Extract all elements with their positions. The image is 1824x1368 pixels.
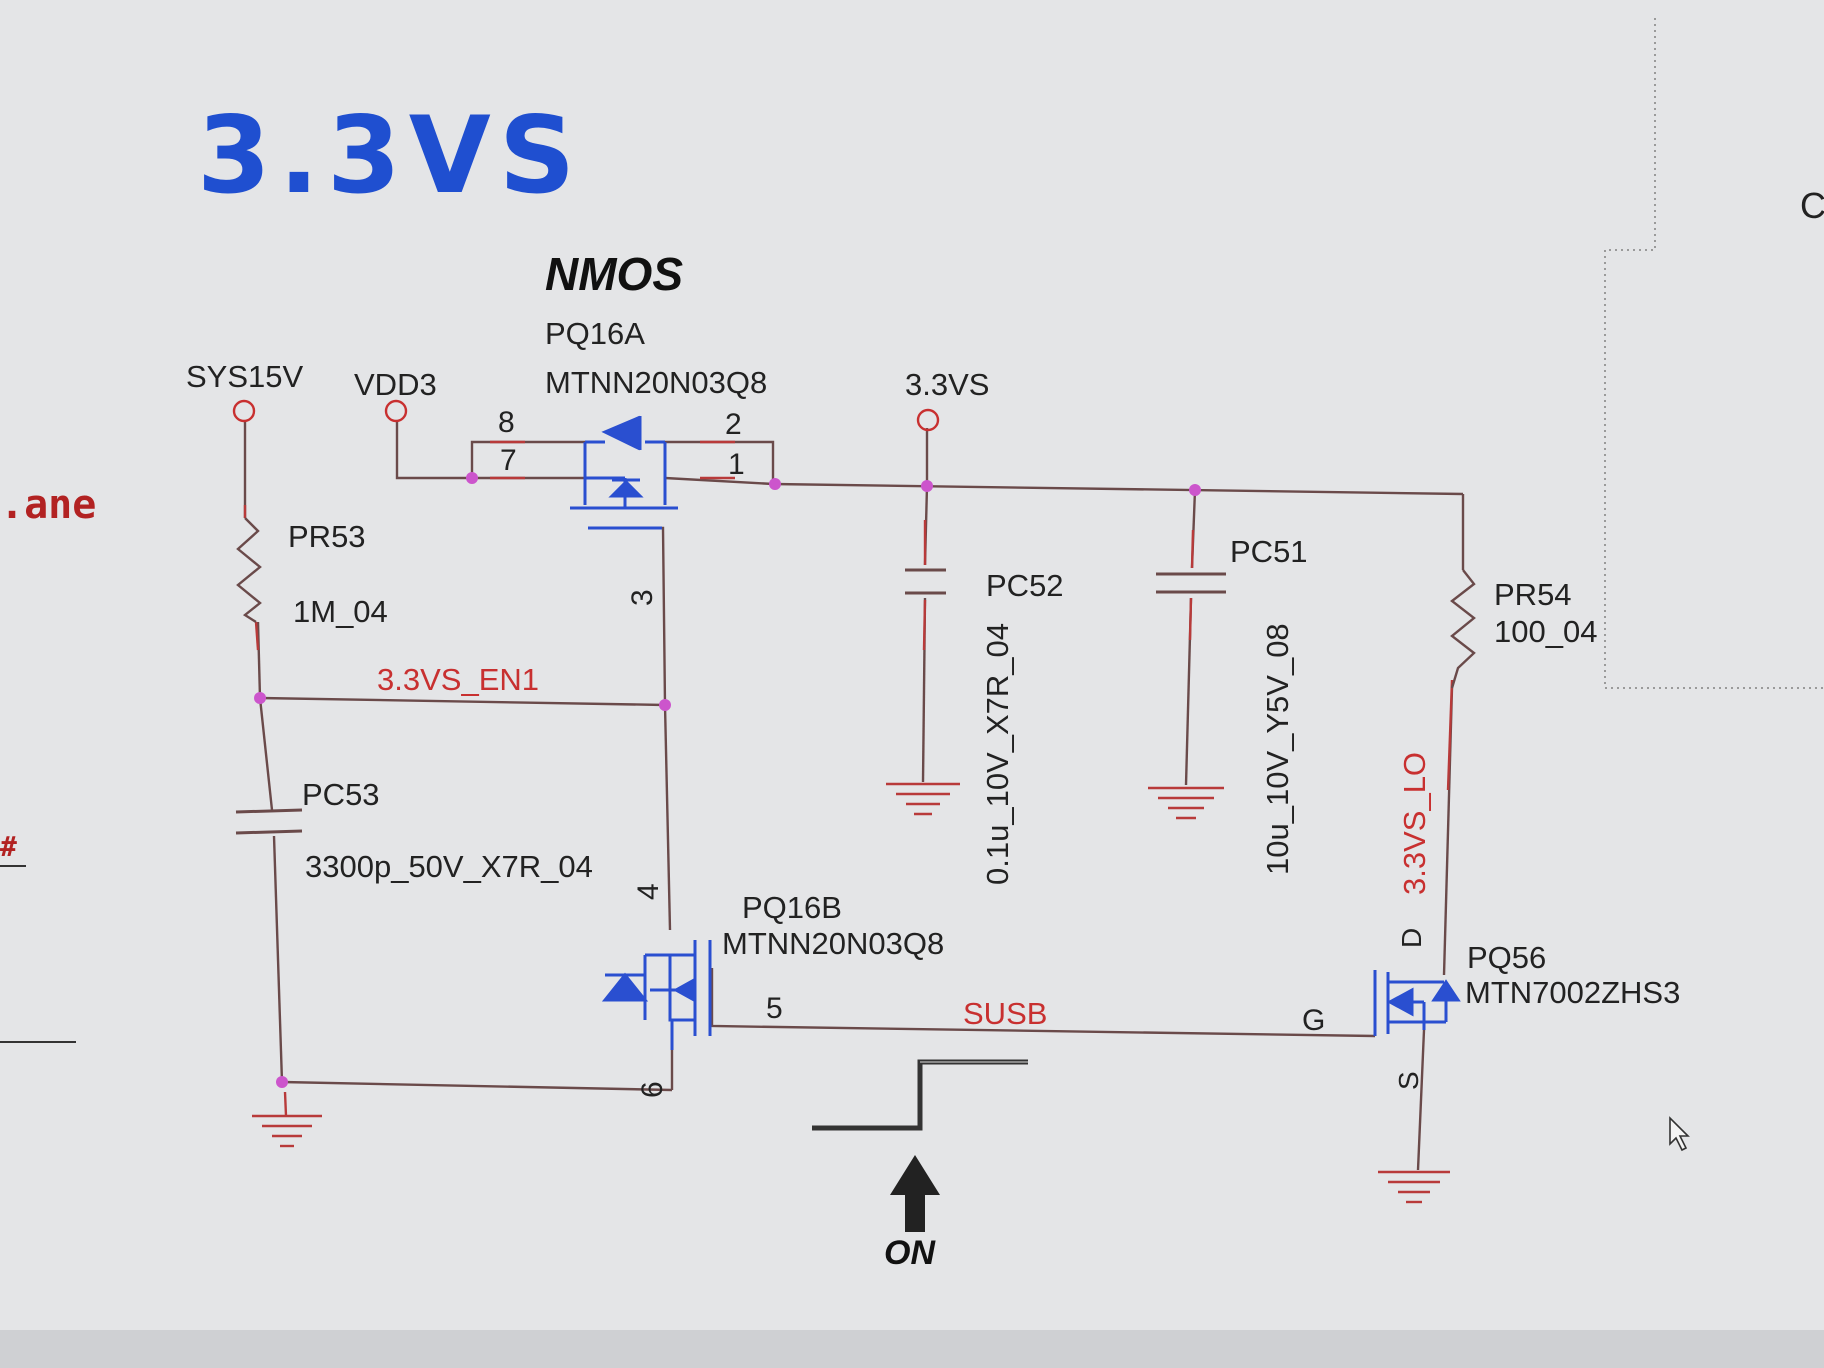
pq16a-ref: PQ16A [545, 316, 645, 351]
vdd3-port-circle [384, 399, 408, 423]
sheet-border-dotted [1604, 18, 1824, 689]
3v3s-port-label: 3.3VS [905, 367, 989, 402]
pr54-resistor-symbol [1450, 569, 1476, 689]
pr54-ref: PR54 [1494, 577, 1572, 612]
pc51-value: 10u_10V_Y5V_08 [1260, 623, 1295, 875]
ground-symbol-pc51 [1148, 786, 1224, 820]
pq16a-pin-1: 1 [728, 448, 745, 481]
on-label: ON [884, 1234, 936, 1272]
pq56-transistor-symbol [1373, 970, 1461, 1036]
pq56-pin-s: S [1393, 1071, 1424, 1090]
pr53-resistor-symbol [236, 517, 262, 624]
pc53-capacitor-symbol [235, 808, 303, 835]
page-title: 3.3VS [197, 94, 583, 217]
junction-en1-left [254, 692, 266, 704]
pq16b-transistor-symbol [601, 940, 712, 1050]
ground-symbol-pc53 [252, 1091, 322, 1148]
pq16b-pin-5: 5 [766, 992, 783, 1025]
pq16a-pin-3: 3 [626, 589, 659, 606]
pc51-ref: PC51 [1230, 534, 1308, 569]
pq56-ref: PQ56 [1467, 940, 1546, 975]
junction-pc51 [1189, 484, 1201, 496]
ground-symbol-pq56 [1378, 1170, 1450, 1204]
pc53-value: 3300p_50V_X7R_04 [305, 849, 593, 884]
pq16a-pin-7: 7 [500, 444, 517, 477]
junction-pq16a-source [769, 478, 781, 490]
vdd3-label: VDD3 [354, 367, 437, 402]
side-text-left-partial: .ane [0, 482, 96, 528]
pq16a-transistor-symbol [570, 415, 678, 530]
mouse-cursor-icon [1669, 1116, 1690, 1152]
junction-vdd3 [466, 472, 478, 484]
nmos-label: NMOS [545, 248, 683, 300]
pq16b-pin-6: 6 [636, 1081, 669, 1098]
pq56-part: MTN7002ZHS3 [1465, 975, 1680, 1010]
net-3v3s-lo: 3.3VS_LO [1397, 752, 1432, 895]
pr53-value: 1M_04 [293, 594, 388, 629]
pq16b-pin-4: 4 [632, 883, 665, 900]
sys15v-port-circle [232, 399, 256, 423]
pq56-pin-d: D [1396, 928, 1427, 948]
junction-ground [276, 1076, 288, 1088]
ground-symbol-pc52 [886, 782, 960, 816]
pq16b-ref: PQ16B [742, 890, 842, 925]
pq56-pin-g: G [1302, 1004, 1325, 1037]
side-text-right-partial: C [1800, 185, 1824, 226]
3v3s-port-circle [916, 408, 940, 432]
pc53-ref: PC53 [302, 777, 380, 812]
sys15v-label: SYS15V [186, 359, 304, 394]
net-3v3s-en1: 3.3VS_EN1 [377, 662, 539, 697]
net-susb: SUSB [963, 996, 1047, 1031]
on-arrow-icon [890, 1155, 940, 1232]
pc52-value: 0.1u_10V_X7R_04 [980, 623, 1015, 885]
component-leads [243, 440, 1454, 791]
pc52-ref: PC52 [986, 568, 1064, 603]
pr53-ref: PR53 [288, 519, 366, 554]
pq16a-pin-2: 2 [725, 408, 742, 441]
pq16a-pin-8: 8 [498, 406, 515, 439]
junction-dots [254, 472, 1201, 1088]
junction-3v3s-port [921, 480, 933, 492]
bottom-bezel [0, 1330, 1824, 1368]
pc51-capacitor-symbol [1156, 572, 1226, 594]
power-ports [232, 399, 940, 432]
pq16a-part: MTNN20N03Q8 [545, 365, 767, 400]
junction-en1-right [659, 699, 671, 711]
pq16b-part: MTNN20N03Q8 [722, 926, 944, 961]
pc52-capacitor-symbol [905, 568, 946, 595]
side-text-left-hash: # [0, 830, 17, 863]
pr54-value: 100_04 [1494, 614, 1597, 649]
